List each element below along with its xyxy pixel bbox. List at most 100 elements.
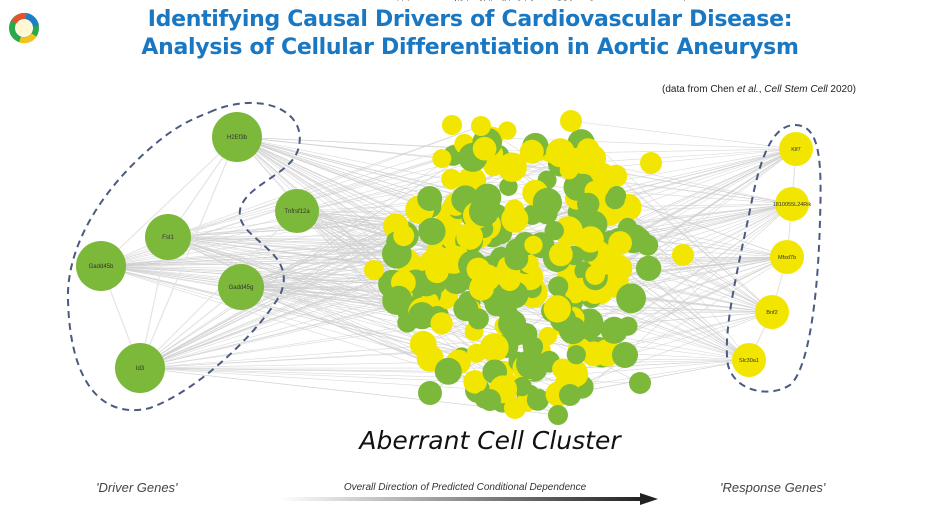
cluster-node xyxy=(456,223,483,250)
cluster-node-label: Tmem141 xyxy=(562,0,585,2)
cluster-node-circle xyxy=(479,333,509,362)
cluster-node-circle xyxy=(417,186,443,211)
cluster-node-circle xyxy=(497,152,527,182)
cluster-node xyxy=(548,405,568,425)
driver-gene-node-circle xyxy=(212,112,262,162)
cluster-node-layer: Rsm2Adam7SbdsDhfr11810047K05RikBstDnpepZ… xyxy=(364,0,694,425)
cluster-node-label: Tfpi xyxy=(566,0,574,2)
cluster-node xyxy=(578,144,607,173)
cluster-node-label: Rsm2 xyxy=(562,0,575,2)
cluster-node-label: Hmgcs1 xyxy=(494,0,513,2)
cluster-node-label: Flat1 xyxy=(446,0,457,2)
response-gene-node-circle xyxy=(755,295,789,329)
cluster-node-circle xyxy=(504,397,526,419)
cluster-node xyxy=(635,255,662,281)
cluster-node: Tmem141 xyxy=(559,0,587,345)
edge xyxy=(633,238,788,258)
cluster-node-circle xyxy=(393,225,415,247)
cluster-node xyxy=(469,196,499,227)
cluster-node-label: Igfbp4 xyxy=(517,0,531,2)
cluster-node-circle xyxy=(498,309,527,338)
edge xyxy=(236,136,603,175)
cluster-node-label: Hcfc1 xyxy=(510,0,523,2)
cluster-node-circle xyxy=(532,187,563,218)
cluster-node-label: Pam xyxy=(430,0,440,2)
cluster-node-circle xyxy=(442,115,462,135)
cluster-node-label: Ccdc80 xyxy=(448,0,465,2)
edge xyxy=(631,297,773,313)
edge xyxy=(581,256,788,388)
cluster-node-label: Sqstm1 xyxy=(450,0,467,2)
cluster-node-label: Lgals1 xyxy=(477,0,492,2)
cluster-node-label: Fam178b xyxy=(419,0,440,2)
edge xyxy=(139,335,548,369)
cluster-node-circle xyxy=(466,257,491,282)
cluster-node-circle xyxy=(544,221,564,241)
driver-gene-node-circle xyxy=(218,264,264,310)
cluster-node-label: Adam7 xyxy=(488,0,504,2)
cluster-node-circle xyxy=(471,116,491,136)
edge xyxy=(167,235,405,238)
cluster-node-label: Lmo1 xyxy=(559,0,572,2)
cluster-node-circle xyxy=(578,144,607,173)
cluster-node-label: Ptn xyxy=(393,0,401,2)
cluster-node-label: Vim xyxy=(523,0,532,2)
cluster-node-label: Mcl1 xyxy=(562,0,573,2)
cluster-node xyxy=(629,372,651,394)
edge xyxy=(575,359,750,375)
cluster-node-label: Znf281 xyxy=(500,0,516,2)
cluster-node-circle xyxy=(432,149,452,169)
cluster-node-circle xyxy=(672,244,694,266)
cluster-node-label: Tuba1b xyxy=(471,0,488,2)
cluster-node: Pmp22 xyxy=(548,0,569,297)
cluster-label: Aberrant Cell Cluster xyxy=(359,426,621,455)
edge xyxy=(139,228,429,369)
cluster-node xyxy=(434,357,462,385)
cluster-node-label: Pmp22 xyxy=(550,0,566,2)
cluster-node-label: Tmem141 xyxy=(426,0,449,2)
driver-gene-node-label: H2Ef3b xyxy=(227,135,248,141)
driver-gene-node: Tnfrsf12a xyxy=(275,189,319,233)
edge xyxy=(464,143,793,205)
title-line-2: Analysis of Cellular Differentiation in … xyxy=(141,35,799,60)
cluster-node-circle xyxy=(512,377,532,397)
edge xyxy=(582,203,793,330)
cluster-node-circle xyxy=(559,384,581,406)
cluster-node-circle xyxy=(456,223,483,250)
response-gene-node-label: Klf7 xyxy=(791,147,800,153)
logo-icon xyxy=(9,12,39,44)
cluster-node-circle xyxy=(629,372,651,394)
cluster-node-circle xyxy=(382,239,412,269)
cluster-node-label: Ctgf xyxy=(585,0,595,2)
edge xyxy=(139,260,407,369)
cluster-node xyxy=(472,136,497,161)
cluster-node-label: 1810047K05Rik xyxy=(524,0,560,2)
cluster-node xyxy=(549,242,573,267)
edge xyxy=(139,300,414,369)
edge xyxy=(497,148,797,304)
driver-gene-node: Gadd45g xyxy=(218,264,264,310)
driver-gene-node: H2Ef3b xyxy=(212,112,262,162)
cluster-node xyxy=(526,388,550,411)
cluster-node xyxy=(498,309,527,338)
edge xyxy=(570,120,797,150)
cluster-node-label: Flat1 xyxy=(542,0,553,2)
cluster-node-circle xyxy=(409,330,437,358)
page-title: Identifying Causal Drivers of Cardiovasc… xyxy=(60,6,880,62)
cluster-node-label: Gnl1 xyxy=(495,0,506,2)
citation-suffix: 2020) xyxy=(827,84,856,95)
cluster-node-circle xyxy=(548,276,569,297)
response-gene-node-label: Bnf2 xyxy=(766,310,777,316)
cluster-node xyxy=(543,295,571,323)
cluster-node-label: Hsp90ab1 xyxy=(564,0,587,2)
cluster-node-circle xyxy=(600,316,628,344)
citation-mid: , xyxy=(758,84,765,95)
cluster-node xyxy=(516,349,546,380)
cluster-node-circle xyxy=(519,139,544,164)
citation-prefix: (data from Chen xyxy=(661,84,738,95)
response-gene-node-circle xyxy=(779,132,813,166)
cluster-node: Bst xyxy=(524,0,543,255)
cluster-node-circle xyxy=(434,357,462,385)
response-gene-node-circle xyxy=(770,240,804,274)
